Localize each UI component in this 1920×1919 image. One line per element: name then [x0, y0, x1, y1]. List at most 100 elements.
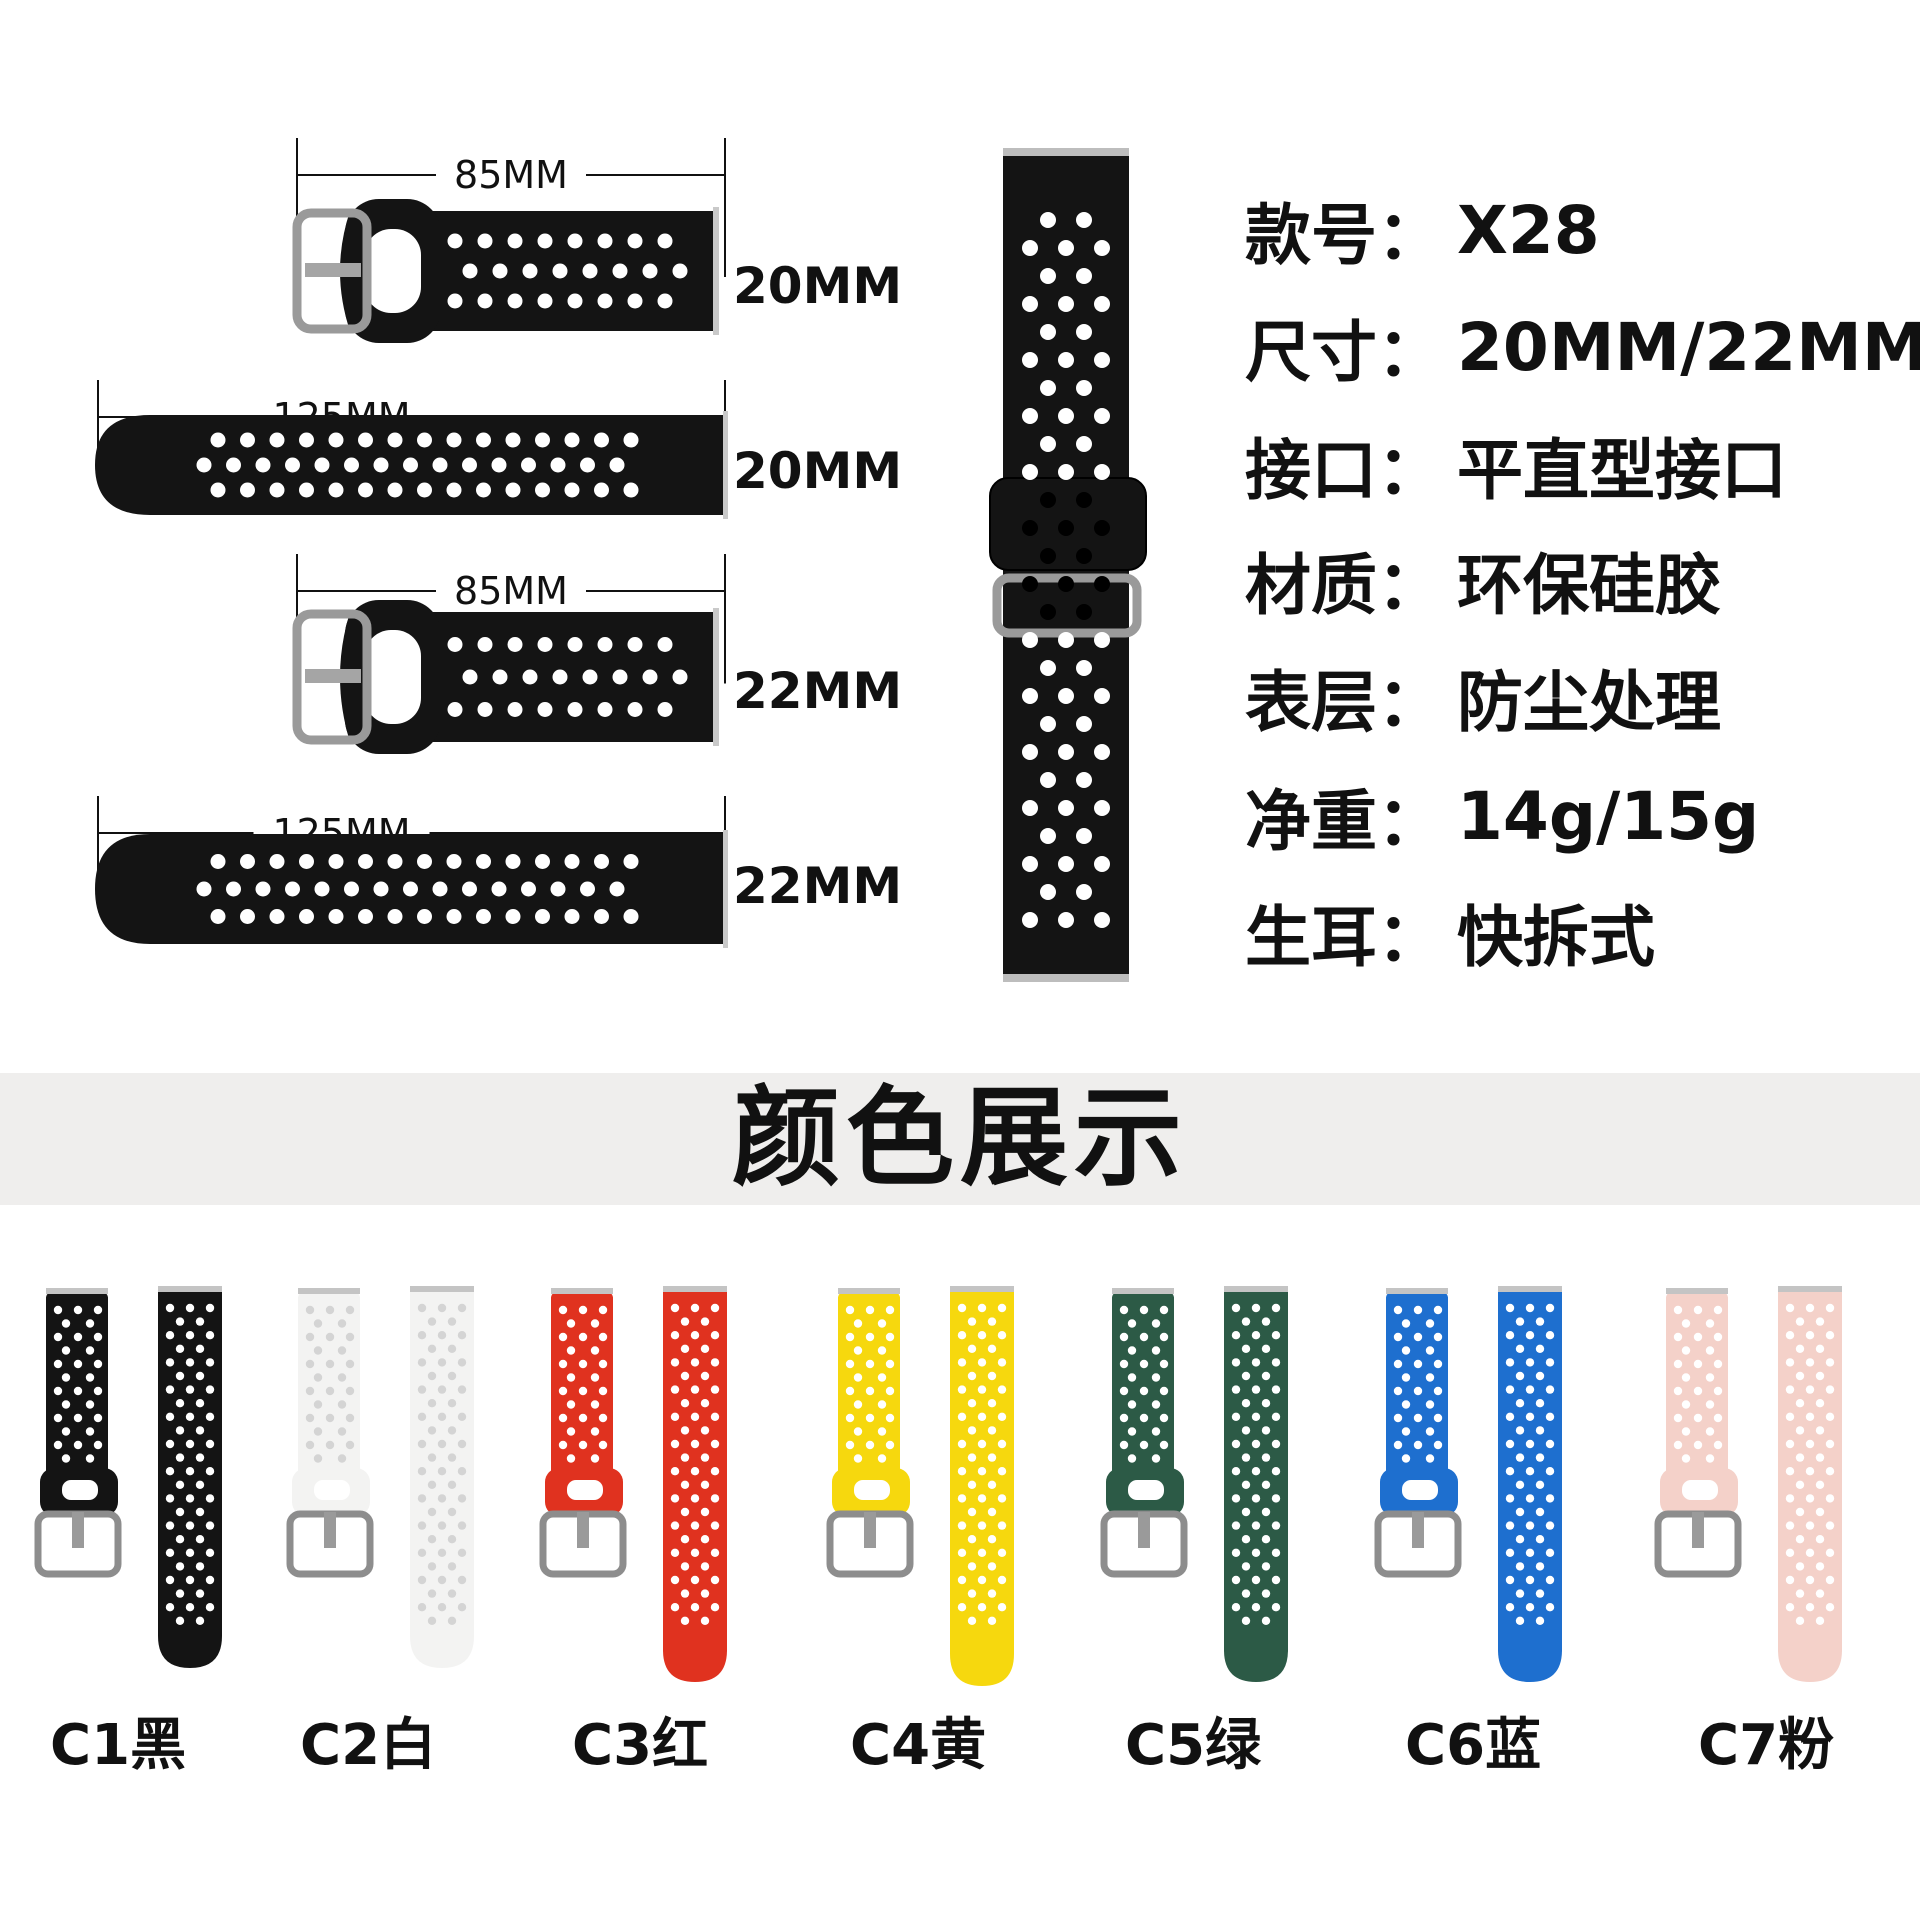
spec-separator: ：: [1377, 314, 1443, 391]
strap-hole: [710, 1603, 720, 1612]
strap-hole: [566, 1346, 576, 1355]
strap-hole: [1241, 1317, 1251, 1326]
spec-key: 材质: [1245, 547, 1377, 624]
strap-hole: [865, 1413, 875, 1423]
strap-hole: [1127, 1454, 1137, 1463]
strap-hole: [1058, 632, 1074, 648]
strap-hole: [432, 881, 448, 897]
strap-hole: [987, 1344, 997, 1354]
strap-hole: [987, 1616, 997, 1626]
strap-hole: [1505, 1575, 1515, 1585]
strap-hole: [1545, 1385, 1555, 1394]
spring-bar: [1112, 1288, 1174, 1294]
strap-hole: [447, 1371, 457, 1381]
strap-hole: [1271, 1412, 1281, 1422]
strap-hole: [1251, 1358, 1261, 1367]
strap-hole: [165, 1467, 175, 1476]
strap-hole: [1076, 716, 1092, 732]
spring-bar: [298, 1288, 360, 1294]
strap-hole: [710, 1331, 720, 1340]
strap-hole: [1231, 1467, 1241, 1476]
strap-hole: [700, 1616, 710, 1626]
strap-hole: [1159, 1359, 1169, 1369]
strap-hole: [558, 1305, 568, 1315]
strap-hole: [997, 1575, 1007, 1585]
strap-hole: [205, 1494, 215, 1503]
strap-hole: [437, 1467, 447, 1476]
strap-hole: [885, 1413, 895, 1423]
strap-hole: [185, 1494, 195, 1503]
strap-hole: [522, 669, 538, 685]
strap-hole: [345, 1413, 355, 1423]
strap-hole: [642, 263, 658, 279]
long-strap: [950, 1290, 1014, 1686]
strap-hole: [1094, 856, 1110, 872]
strap-hole: [1693, 1332, 1703, 1342]
strap-hole: [1505, 1603, 1515, 1612]
spec-value: 快拆式: [1457, 899, 1655, 976]
strap-hole: [1705, 1373, 1715, 1382]
strap-hole: [205, 1385, 215, 1394]
strap-hole: [700, 1371, 710, 1381]
strap-hole: [185, 1548, 195, 1558]
strap-hole: [1805, 1494, 1815, 1503]
strap-hole: [987, 1562, 997, 1571]
strap-hole: [446, 909, 462, 924]
strap-hole: [657, 637, 673, 652]
strap-hole: [185, 1603, 195, 1612]
strap-hole: [1393, 1359, 1403, 1369]
strap-hole: [1159, 1305, 1169, 1315]
strap-hole: [447, 1480, 457, 1490]
strap-hole: [417, 1575, 427, 1585]
dimension-row: 125MM20MM: [95, 380, 902, 519]
strap-hole: [93, 1359, 103, 1369]
strap-hole: [387, 909, 403, 924]
strap-hole: [1535, 1453, 1545, 1462]
strap-hole: [1515, 1371, 1525, 1381]
strap-hole: [165, 1521, 175, 1530]
strap-hole: [1825, 1439, 1835, 1449]
strap-hole: [1058, 912, 1074, 928]
strap-hole: [427, 1371, 437, 1381]
strap-hole: [1139, 1386, 1149, 1396]
strap-hole: [1393, 1386, 1403, 1396]
strap-hole: [1525, 1467, 1535, 1476]
strap-hole: [165, 1575, 175, 1585]
spec-separator: ：: [1377, 432, 1443, 509]
spring-bar: [723, 411, 728, 519]
strap-hole: [690, 1439, 700, 1449]
strap-hole: [462, 669, 478, 685]
buckle-tongue: [1692, 1512, 1704, 1548]
strap-hole: [175, 1426, 185, 1435]
strap-hole: [1231, 1303, 1241, 1313]
strap-hole: [680, 1480, 690, 1490]
strap-hole: [967, 1317, 977, 1326]
strap-hole: [1505, 1467, 1515, 1476]
strap-hole: [537, 637, 553, 652]
strap-hole: [417, 1331, 427, 1340]
strap-hole: [417, 1521, 427, 1530]
strap-hole: [1785, 1521, 1795, 1530]
strap-hole: [1261, 1562, 1271, 1571]
strap-hole: [977, 1385, 987, 1394]
strap-hole: [558, 1386, 568, 1396]
strap-hole: [1231, 1603, 1241, 1612]
spec-value: 20MM/22MM: [1457, 308, 1920, 386]
strap-hole: [427, 1453, 437, 1462]
strap-hole: [325, 1305, 335, 1315]
spec-separator: ：: [1377, 783, 1443, 860]
strap-hole: [1785, 1412, 1795, 1422]
strap-hole: [594, 854, 609, 869]
strap-hole: [387, 854, 403, 869]
strap-hole: [1231, 1494, 1241, 1503]
strap-hole: [670, 1385, 680, 1394]
strap-hole: [865, 1440, 875, 1450]
strap-hole: [865, 1305, 875, 1315]
strap-hole: [1058, 688, 1074, 704]
strap-hole: [1076, 324, 1092, 340]
strap-hole: [1261, 1426, 1271, 1435]
strap-hole: [845, 1413, 855, 1423]
strap-hole: [700, 1344, 710, 1354]
